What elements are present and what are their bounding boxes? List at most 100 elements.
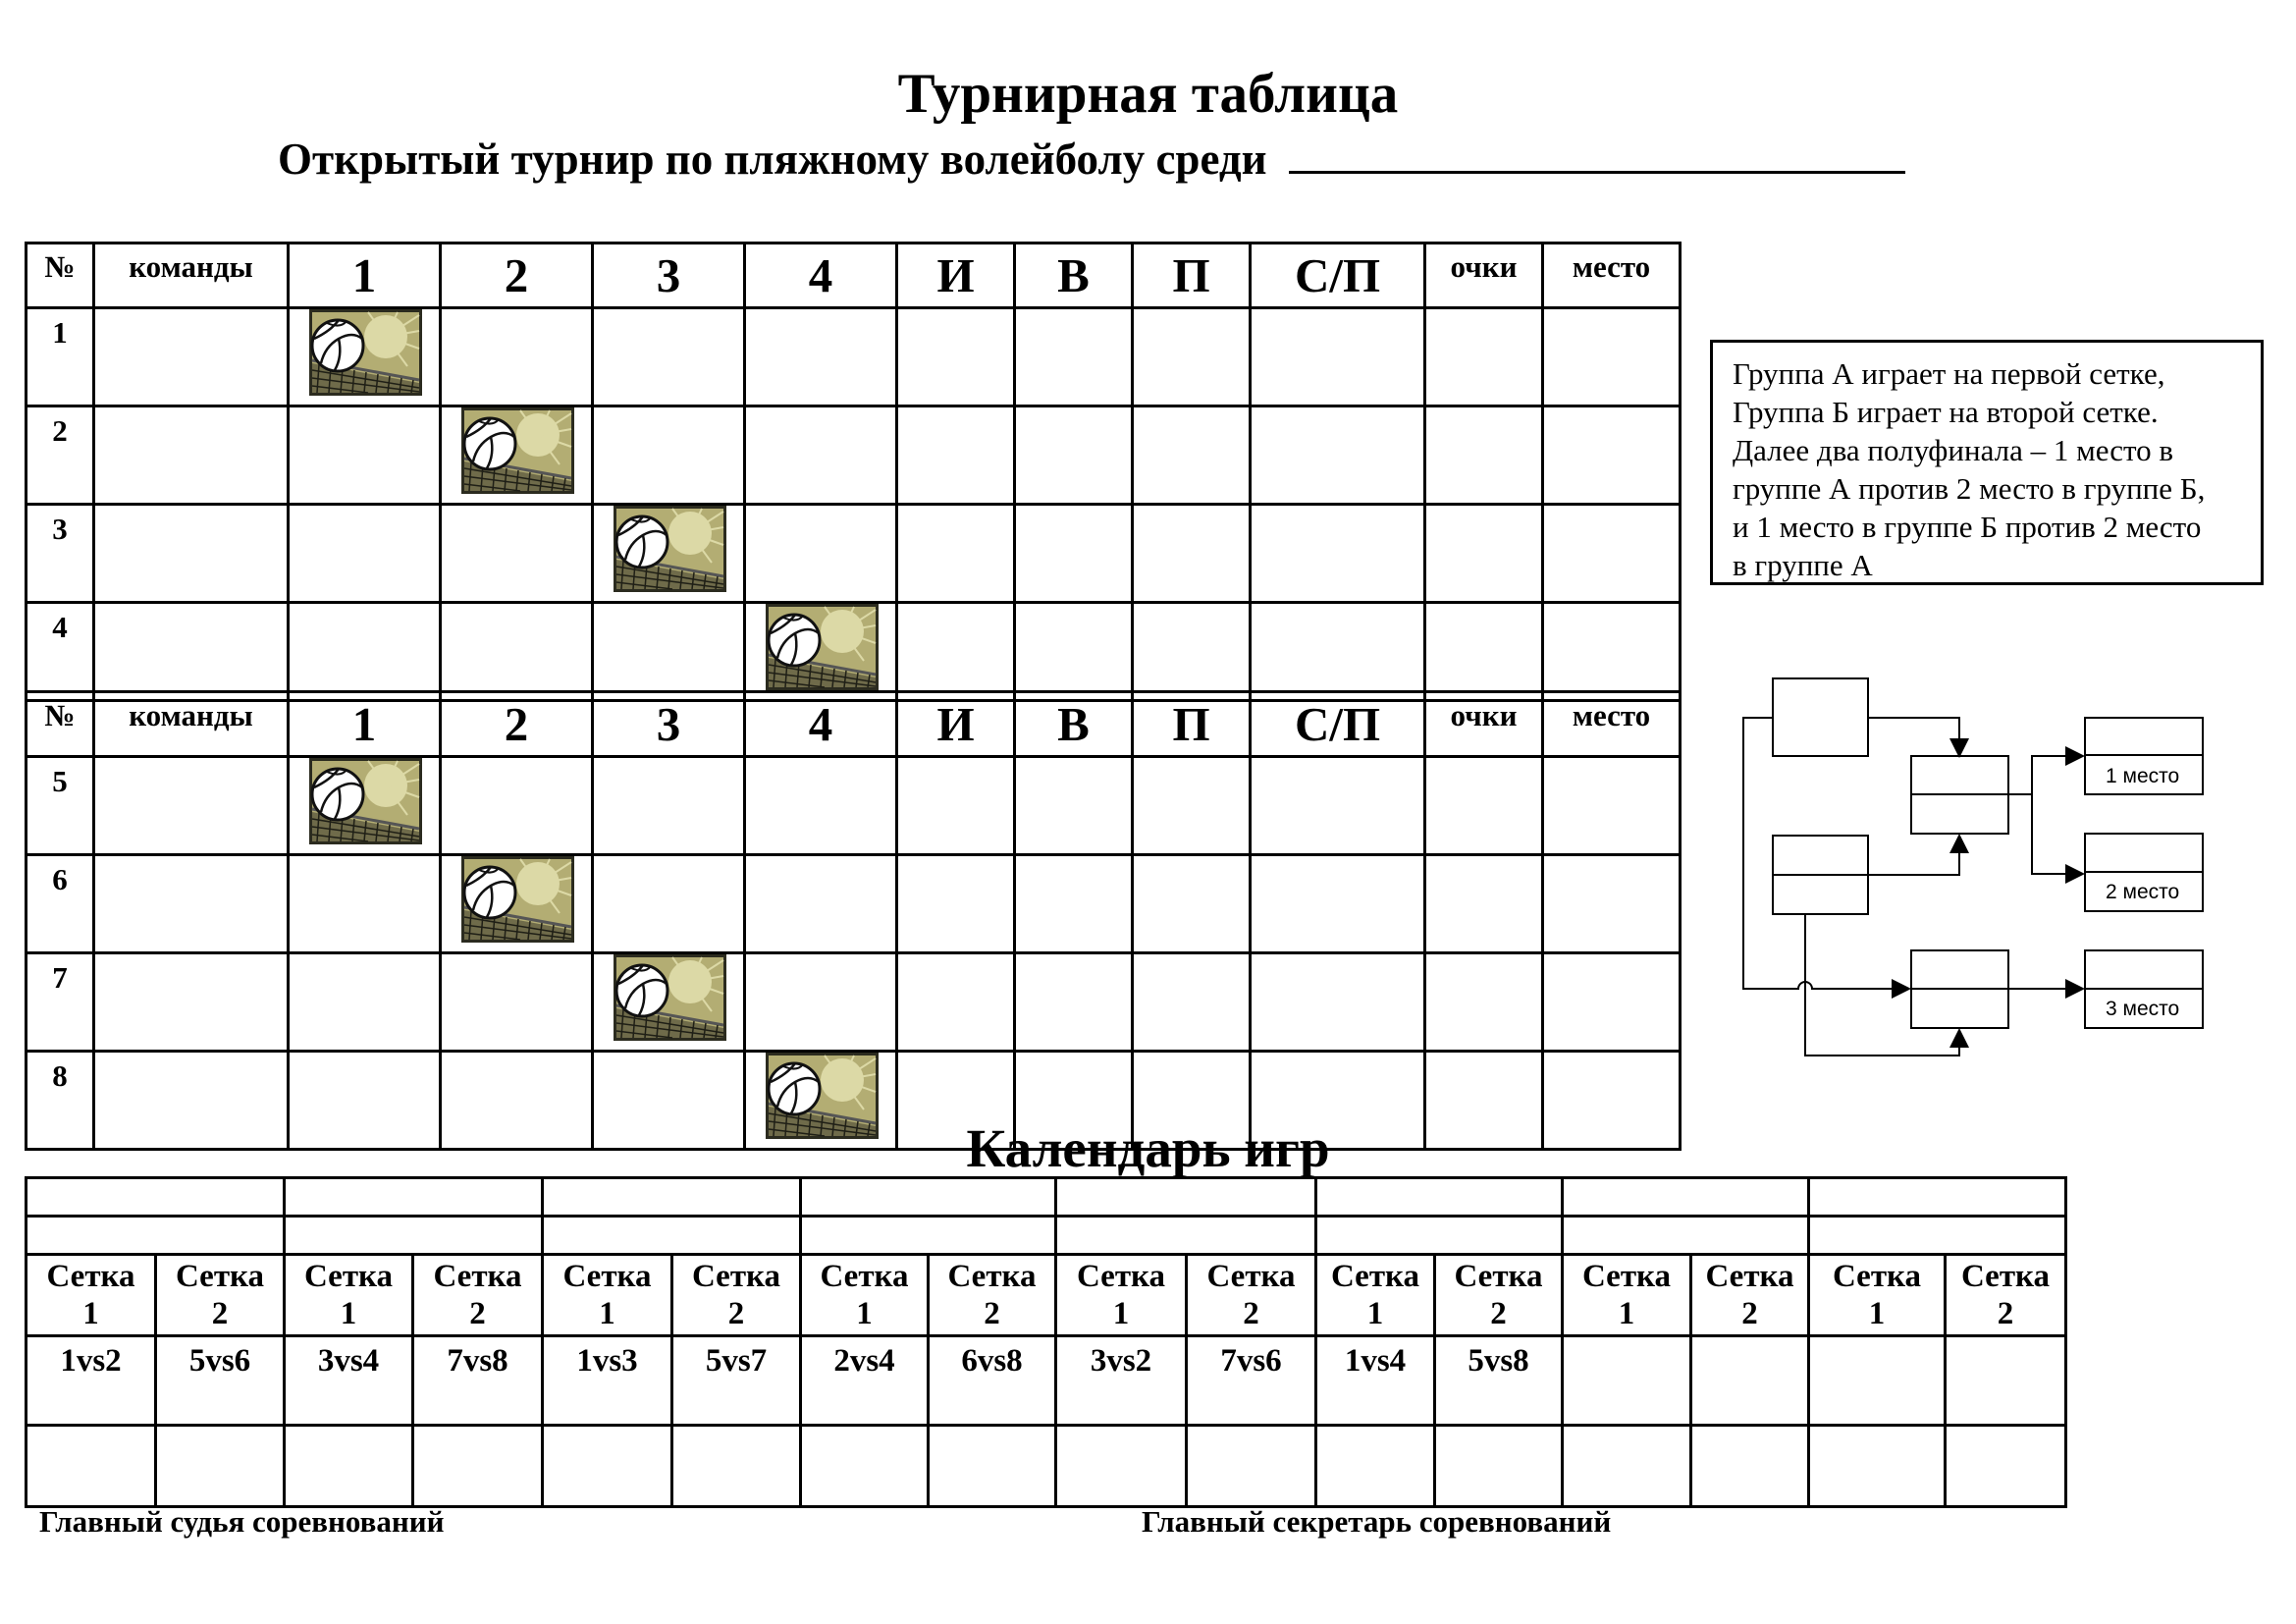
games-cell[interactable] bbox=[895, 1050, 1016, 1151]
wins-cell[interactable] bbox=[1013, 503, 1134, 604]
result-cell[interactable] bbox=[799, 1424, 930, 1508]
points-cell[interactable] bbox=[1423, 601, 1544, 702]
result-cell[interactable] bbox=[1561, 1424, 1692, 1508]
score-cell[interactable] bbox=[287, 951, 442, 1053]
sets-cell[interactable] bbox=[1249, 951, 1426, 1053]
result-cell[interactable] bbox=[927, 1424, 1057, 1508]
semifinal-team-box[interactable] bbox=[1772, 677, 1869, 757]
round-date-cell[interactable] bbox=[1054, 1176, 1317, 1218]
round-time-cell[interactable] bbox=[541, 1215, 802, 1256]
result-cell[interactable] bbox=[1054, 1424, 1188, 1508]
score-cell[interactable] bbox=[591, 853, 746, 954]
round-date-cell[interactable] bbox=[1314, 1176, 1564, 1218]
round-date-cell[interactable] bbox=[1807, 1176, 2067, 1218]
round-time-cell[interactable] bbox=[283, 1215, 544, 1256]
points-cell[interactable] bbox=[1423, 951, 1544, 1053]
place-cell[interactable] bbox=[1541, 951, 1682, 1053]
team-name-cell[interactable] bbox=[92, 503, 290, 604]
points-cell[interactable] bbox=[1423, 853, 1544, 954]
score-cell[interactable] bbox=[439, 503, 594, 604]
points-cell[interactable] bbox=[1423, 503, 1544, 604]
match-cell[interactable] bbox=[1561, 1334, 1692, 1427]
points-cell[interactable] bbox=[1423, 405, 1544, 506]
sets-cell[interactable] bbox=[1249, 1050, 1426, 1151]
points-cell[interactable] bbox=[1423, 306, 1544, 407]
result-cell[interactable] bbox=[411, 1424, 544, 1508]
score-cell[interactable] bbox=[287, 601, 442, 702]
round-date-cell[interactable] bbox=[25, 1176, 286, 1218]
losses-cell[interactable] bbox=[1131, 755, 1252, 856]
team-name-cell[interactable] bbox=[92, 405, 290, 506]
match-cell[interactable] bbox=[1689, 1334, 1810, 1427]
games-cell[interactable] bbox=[895, 755, 1016, 856]
result-cell[interactable] bbox=[1807, 1424, 1947, 1508]
round-time-cell[interactable] bbox=[25, 1215, 286, 1256]
place-cell[interactable] bbox=[1541, 853, 1682, 954]
participants-blank-line[interactable] bbox=[1288, 134, 1905, 174]
wins-cell[interactable] bbox=[1013, 1050, 1134, 1151]
team-name-cell[interactable] bbox=[92, 755, 290, 856]
place-cell[interactable] bbox=[1541, 503, 1682, 604]
match-cell[interactable] bbox=[1807, 1334, 1947, 1427]
games-cell[interactable] bbox=[895, 306, 1016, 407]
losses-cell[interactable] bbox=[1131, 601, 1252, 702]
result-cell[interactable] bbox=[1433, 1424, 1564, 1508]
result-cell[interactable] bbox=[1314, 1424, 1436, 1508]
wins-cell[interactable] bbox=[1013, 405, 1134, 506]
score-cell[interactable] bbox=[743, 853, 898, 954]
result-cell[interactable] bbox=[1689, 1424, 1810, 1508]
team-name-cell[interactable] bbox=[92, 951, 290, 1053]
team-name-cell[interactable] bbox=[92, 306, 290, 407]
score-cell[interactable] bbox=[743, 951, 898, 1053]
score-cell[interactable] bbox=[591, 755, 746, 856]
score-cell[interactable] bbox=[439, 951, 594, 1053]
wins-cell[interactable] bbox=[1013, 306, 1134, 407]
score-cell[interactable] bbox=[287, 1050, 442, 1151]
round-date-cell[interactable] bbox=[1561, 1176, 1810, 1218]
team-name-cell[interactable] bbox=[92, 853, 290, 954]
place-cell[interactable] bbox=[1541, 1050, 1682, 1151]
score-cell[interactable] bbox=[287, 503, 442, 604]
score-cell[interactable] bbox=[743, 306, 898, 407]
round-time-cell[interactable] bbox=[1561, 1215, 1810, 1256]
points-cell[interactable] bbox=[1423, 1050, 1544, 1151]
score-cell[interactable] bbox=[439, 601, 594, 702]
games-cell[interactable] bbox=[895, 853, 1016, 954]
result-cell[interactable] bbox=[1944, 1424, 2067, 1508]
round-time-cell[interactable] bbox=[1314, 1215, 1564, 1256]
losses-cell[interactable] bbox=[1131, 306, 1252, 407]
result-cell[interactable] bbox=[670, 1424, 802, 1508]
games-cell[interactable] bbox=[895, 503, 1016, 604]
place-cell[interactable] bbox=[1541, 306, 1682, 407]
score-cell[interactable] bbox=[439, 306, 594, 407]
match-cell[interactable] bbox=[1944, 1334, 2067, 1427]
sets-cell[interactable] bbox=[1249, 755, 1426, 856]
round-time-cell[interactable] bbox=[1807, 1215, 2067, 1256]
score-cell[interactable] bbox=[591, 405, 746, 506]
games-cell[interactable] bbox=[895, 951, 1016, 1053]
sets-cell[interactable] bbox=[1249, 306, 1426, 407]
losses-cell[interactable] bbox=[1131, 405, 1252, 506]
score-cell[interactable] bbox=[591, 1050, 746, 1151]
round-time-cell[interactable] bbox=[799, 1215, 1057, 1256]
losses-cell[interactable] bbox=[1131, 951, 1252, 1053]
losses-cell[interactable] bbox=[1131, 503, 1252, 604]
wins-cell[interactable] bbox=[1013, 601, 1134, 702]
team-name-cell[interactable] bbox=[92, 601, 290, 702]
sets-cell[interactable] bbox=[1249, 503, 1426, 604]
round-date-cell[interactable] bbox=[283, 1176, 544, 1218]
wins-cell[interactable] bbox=[1013, 951, 1134, 1053]
place-cell[interactable] bbox=[1541, 755, 1682, 856]
wins-cell[interactable] bbox=[1013, 755, 1134, 856]
round-date-cell[interactable] bbox=[541, 1176, 802, 1218]
round-time-cell[interactable] bbox=[1054, 1215, 1317, 1256]
result-cell[interactable] bbox=[154, 1424, 286, 1508]
losses-cell[interactable] bbox=[1131, 853, 1252, 954]
place-cell[interactable] bbox=[1541, 601, 1682, 702]
score-cell[interactable] bbox=[591, 601, 746, 702]
score-cell[interactable] bbox=[287, 405, 442, 506]
score-cell[interactable] bbox=[439, 1050, 594, 1151]
result-cell[interactable] bbox=[283, 1424, 414, 1508]
sets-cell[interactable] bbox=[1249, 853, 1426, 954]
losses-cell[interactable] bbox=[1131, 1050, 1252, 1151]
